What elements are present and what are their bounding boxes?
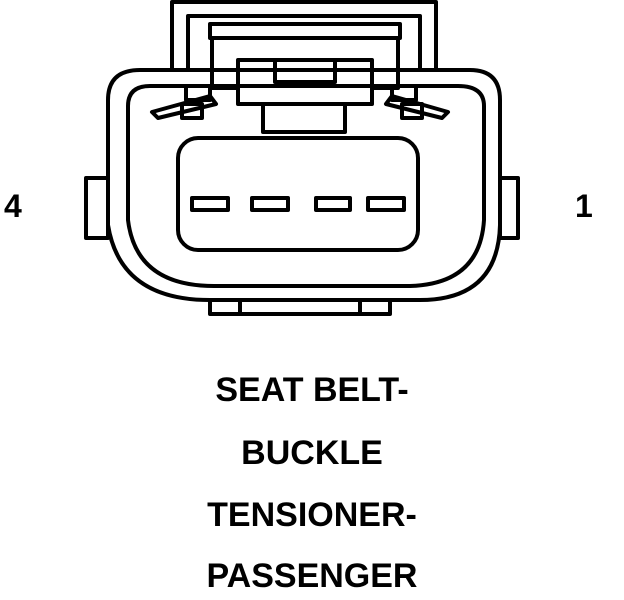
pin-cavity-3: [250, 196, 290, 212]
pin-number-left: 4: [4, 188, 22, 224]
housing-bottom-tab: [208, 300, 392, 316]
connector-latch: [170, 0, 438, 134]
left-locking-clip: [150, 84, 218, 120]
right-locking-clip: [384, 84, 450, 120]
pin-number-right: 1: [575, 188, 593, 224]
pin-cavity-4: [190, 196, 230, 212]
pin-cavity-1: [366, 196, 406, 212]
terminal-face: [176, 136, 420, 252]
right-side-key: [498, 176, 520, 240]
pin-cavity-2: [314, 196, 352, 212]
connector-title-line-3: TENSIONER-: [207, 496, 417, 534]
housing-inner-outline: [126, 84, 486, 288]
connector-title-line-2: BUCKLE: [241, 434, 383, 472]
connector-title-line-4: PASSENGER: [206, 557, 418, 595]
connector-housing: [106, 68, 502, 302]
left-side-key: [84, 176, 110, 240]
connector-title-line-1: SEAT BELT-: [215, 371, 409, 409]
